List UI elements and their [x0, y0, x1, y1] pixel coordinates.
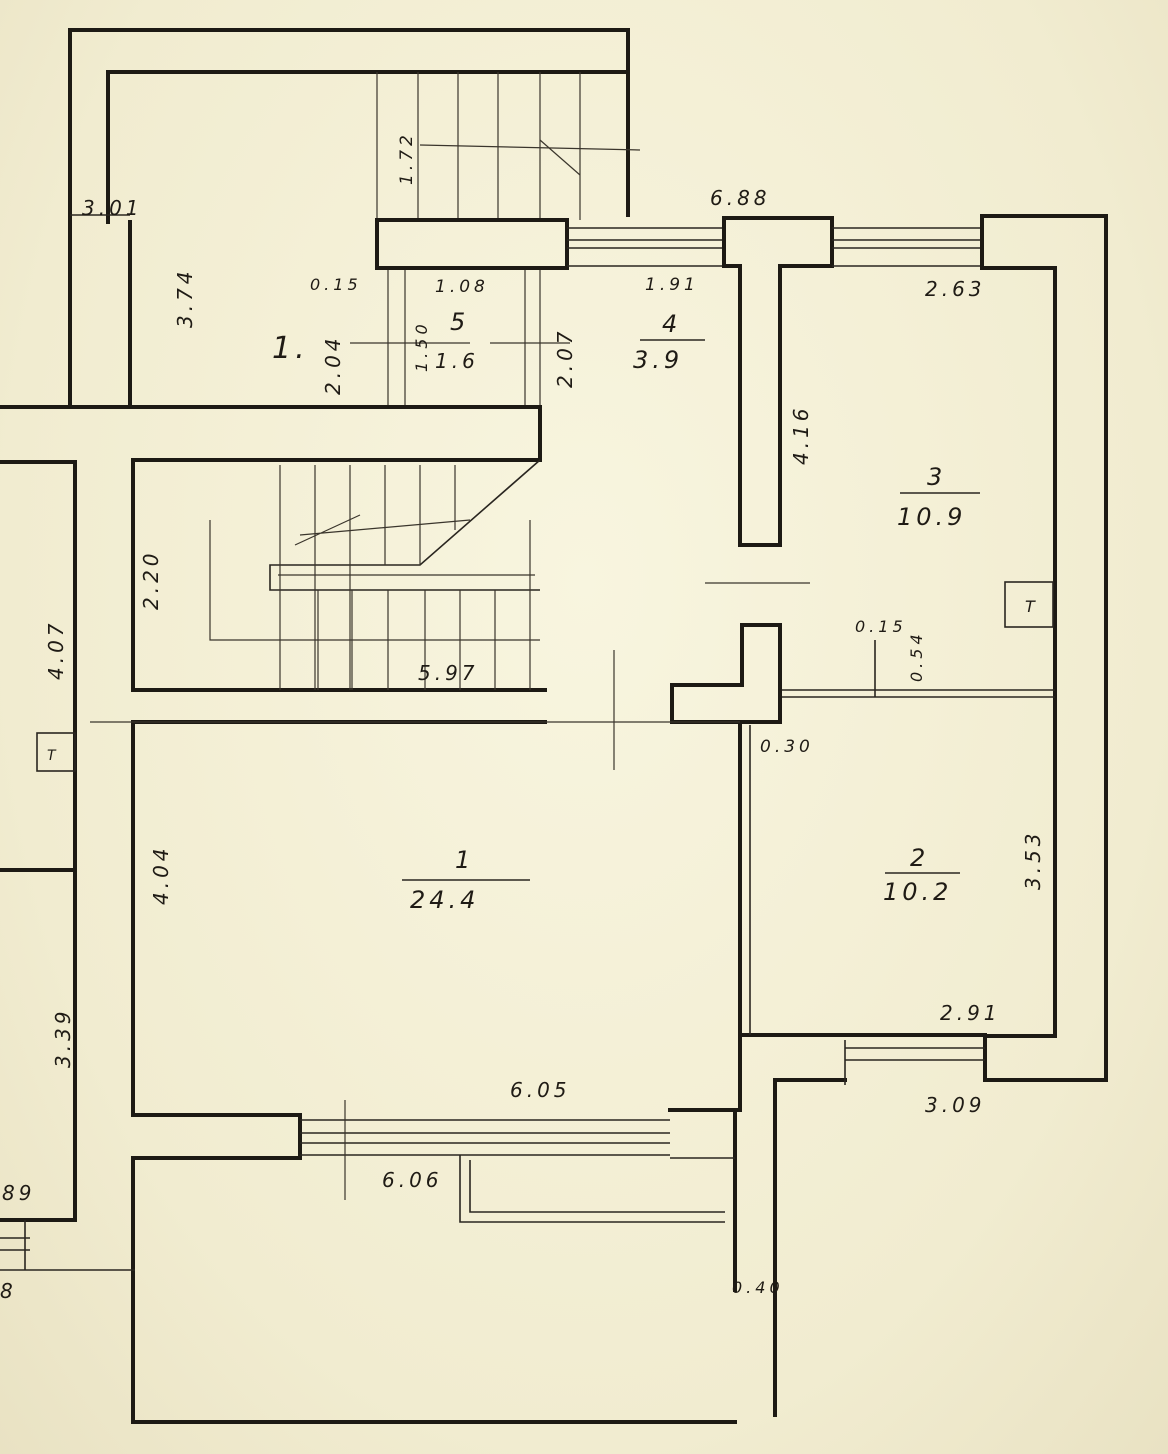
dim-2-07: 2.07 [553, 327, 577, 388]
vent-marker-left: T [47, 748, 57, 764]
dim-2-20: 2.20 [139, 549, 163, 610]
dim-2-91: 2.91 [940, 1001, 1001, 1025]
dim-6-88: 6.88 [710, 186, 771, 210]
room-2-number: 2 [910, 844, 929, 872]
dim-2-04: 2.04 [321, 334, 345, 395]
dim-2-63: 2.63 [925, 277, 986, 301]
room-label-bars [402, 339, 980, 881]
room-4-area: 3.9 [633, 346, 683, 374]
dim-1-50: 1.50 [412, 320, 431, 372]
dim-1-08: 1.08 [435, 277, 489, 297]
dim-3-01: 3.01 [82, 196, 143, 220]
vent-marker-right: T [1025, 597, 1036, 616]
room-1-area: 24.4 [410, 886, 479, 914]
stair-enclosure-top [68, 28, 641, 407]
dim-8: 8 [0, 1279, 17, 1303]
room-4-number: 4 [662, 310, 681, 338]
dim-6-06: 6.06 [382, 1168, 443, 1192]
room-3-area: 10.9 [897, 503, 966, 531]
dim-1-91: 1.91 [645, 275, 699, 295]
vent-symbols [36, 581, 1054, 772]
room-5-area: 1.6 [435, 349, 479, 373]
dim-3-39: 3.39 [51, 1007, 75, 1068]
dim-1-72: 1.72 [397, 131, 417, 185]
central-stair [0, 405, 782, 1222]
room-2-area: 10.2 [883, 878, 952, 906]
dim-0-15: 0.15 [310, 275, 362, 294]
dim-3-74: 3.74 [173, 267, 197, 328]
dim-5-97: 5.97 [418, 661, 479, 685]
rooms-walls [0, 640, 1055, 1424]
dim-4-04: 4.04 [149, 844, 173, 905]
dim-89: 89 [2, 1181, 35, 1205]
dim-3-53: 3.53 [1021, 829, 1045, 890]
room-3-number: 3 [927, 463, 946, 491]
room-5-partition [350, 270, 570, 405]
dim-4-16: 4.16 [789, 404, 813, 465]
dim-3-09: 3.09 [925, 1093, 986, 1117]
dim-4-07: 4.07 [44, 619, 68, 680]
room-marker: 1. [272, 331, 309, 366]
room-1-number: 1 [455, 846, 474, 874]
dim-0-15-b: 0.15 [855, 617, 907, 636]
extension-lines [90, 582, 810, 1200]
dim-0-54: 0.54 [907, 630, 926, 682]
dim-6-05: 6.05 [510, 1078, 571, 1102]
dim-0-30: 0.30 [760, 737, 814, 757]
room-5-number: 5 [450, 308, 469, 336]
dim-0-40: 0.40 [732, 1278, 784, 1297]
